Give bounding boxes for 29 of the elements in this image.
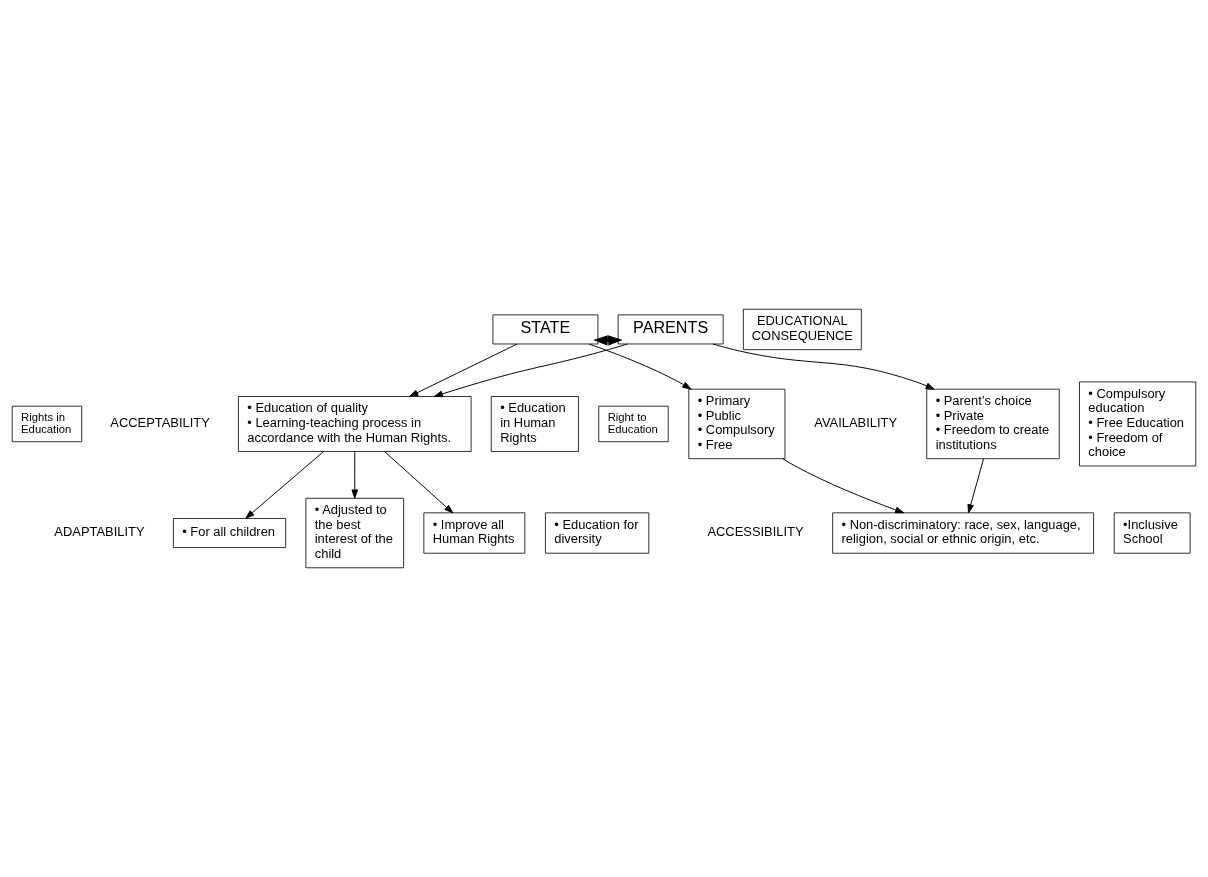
node-box: •Inclusive School xyxy=(1113,512,1191,554)
node-box: STATE xyxy=(492,314,599,345)
node-box: • Primary • Public • Compulsory • Free xyxy=(688,388,786,460)
node-box: • Parent’s choice • Private • Freedom to create institutions xyxy=(926,388,1060,460)
label: ACCESSIBILITY xyxy=(707,524,804,540)
label: AVAILABILITY xyxy=(814,415,898,431)
arrow xyxy=(351,451,359,499)
arrow xyxy=(384,451,454,514)
node-box: • Non-discriminatory: race, sex, language, religion, social or ethnic origin, etc. xyxy=(832,512,1094,554)
arrow xyxy=(409,343,518,397)
node-box: • Adjusted to the best interest of the child xyxy=(305,497,405,569)
node-box: • Education for diversity xyxy=(545,512,650,554)
node-box: • Education in Human Rights xyxy=(490,396,579,452)
node-box: • Education of quality • Learning-teaching process in accordance with the Human Rights. xyxy=(238,396,472,452)
arrow xyxy=(245,451,324,519)
label: ACCEPTABILITY xyxy=(110,415,210,431)
arrow xyxy=(588,343,692,390)
node-box: • Compulsory education • Free Education • Freedom of choice xyxy=(1079,381,1197,467)
node-box: • For all children xyxy=(172,518,287,548)
node-box: Right to Education xyxy=(598,405,669,443)
arrow xyxy=(967,458,985,514)
arrow xyxy=(782,458,905,514)
node-box: EDUCATIONAL CONSEQUENCE xyxy=(742,308,862,351)
arrow xyxy=(712,343,935,390)
label: ADAPTABILITY xyxy=(54,524,145,540)
node-box: Rights in Education xyxy=(11,405,83,443)
node-box: • Improve all Human Rights xyxy=(423,512,526,554)
arrow xyxy=(433,343,629,398)
node-box: PARENTS xyxy=(617,314,724,345)
